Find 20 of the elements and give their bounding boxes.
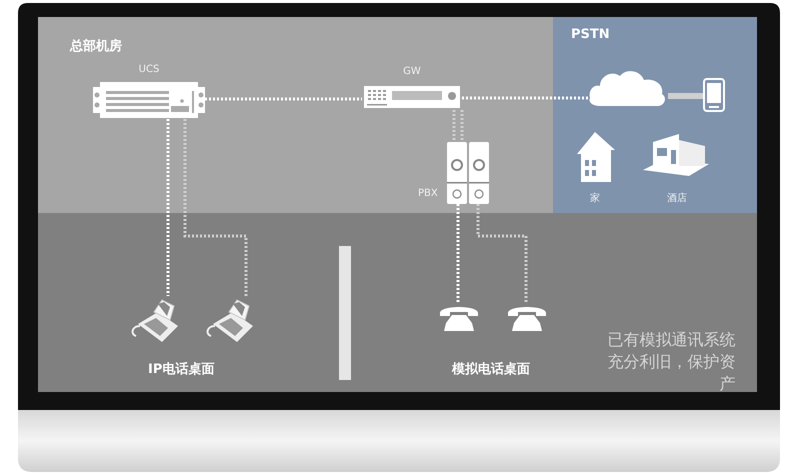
connector-line <box>205 98 362 100</box>
device-label: PBX <box>418 188 438 199</box>
device-label: UCS <box>138 64 160 75</box>
zone-panel <box>38 17 553 213</box>
connector-line <box>476 204 528 303</box>
zone-title: 总部机房 <box>70 38 122 55</box>
note-text: 已有模拟通讯系统充分利旧，保护资产 <box>606 330 736 395</box>
connector-line <box>460 110 464 142</box>
section-caption: 模拟电话桌面 <box>452 360 530 378</box>
connector-line <box>668 93 703 99</box>
place-label: 酒店 <box>667 192 687 205</box>
device-label: GW <box>402 66 422 77</box>
connector-line <box>184 119 248 296</box>
zone-title: PSTN <box>571 27 610 42</box>
section-caption: IP电话桌面 <box>148 361 214 378</box>
connector-line <box>452 110 456 142</box>
zone-panel <box>553 17 757 213</box>
connector-line <box>456 204 460 303</box>
connector-line <box>462 96 588 100</box>
place-label: 家 <box>590 192 600 205</box>
